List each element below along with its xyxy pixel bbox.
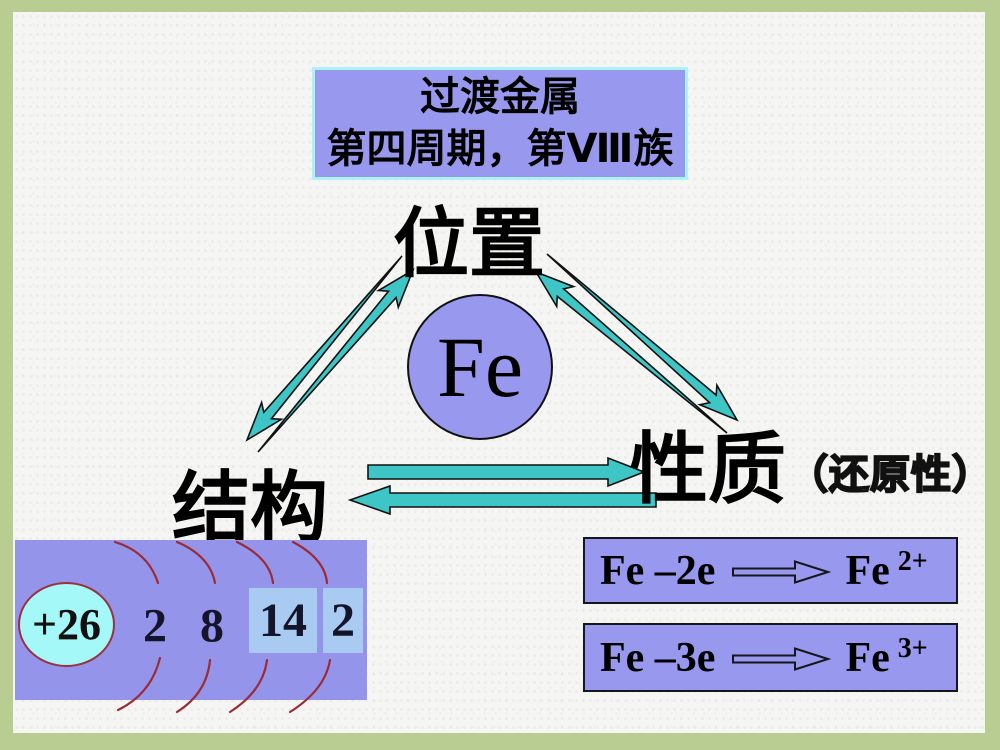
equation-rhs-base: Fe bbox=[845, 547, 890, 594]
property-note: （还原性） bbox=[787, 451, 994, 499]
position-label: 位置 bbox=[393, 199, 545, 288]
equation-lhs: Fe –3e bbox=[600, 634, 716, 681]
equation-rhs-superscript: 2+ bbox=[897, 545, 928, 577]
shell-electron-count-3-highlighted: 14 bbox=[249, 588, 317, 653]
property-group: 性质 （还原性） bbox=[630, 425, 994, 515]
equation-rhs-base: Fe bbox=[845, 634, 890, 681]
title-line-2: 第四周期，第Ⅷ族 bbox=[326, 125, 674, 172]
hollow-right-arrow-icon bbox=[732, 646, 832, 671]
hollow-right-arrow-icon bbox=[732, 559, 832, 584]
shell-electron-count-1: 2 bbox=[143, 599, 167, 653]
equation-lhs: Fe –2e bbox=[600, 547, 716, 594]
element-circle: Fe bbox=[407, 294, 553, 440]
equation-rhs-superscript: 3+ bbox=[897, 632, 928, 664]
shell-electron-count-2: 8 bbox=[200, 599, 224, 653]
nucleus-charge: +26 bbox=[31, 600, 102, 649]
title-line-1: 过渡金属 bbox=[420, 74, 580, 121]
element-symbol: Fe bbox=[437, 319, 523, 415]
property-label: 性质 bbox=[630, 425, 787, 515]
shell-electron-count-4-highlighted: 2 bbox=[323, 588, 363, 653]
structure-label: 结构 bbox=[172, 464, 329, 554]
title-box: 过渡金属 第四周期，第Ⅷ族 bbox=[312, 67, 688, 180]
nucleus-badge: +26 bbox=[18, 582, 115, 667]
